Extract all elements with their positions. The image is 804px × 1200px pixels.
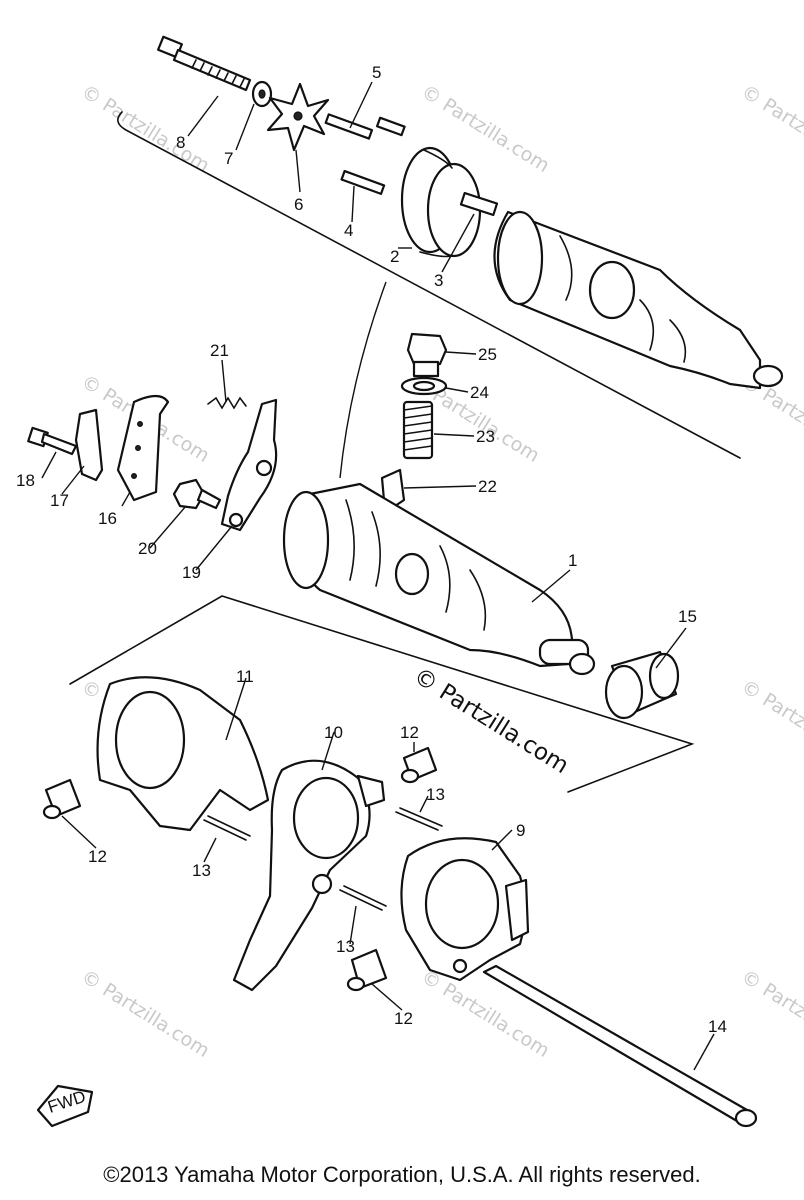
callout-3: 3 xyxy=(434,271,443,290)
callout-10: 10 xyxy=(324,723,343,742)
part-1-shift-drum xyxy=(282,482,596,676)
part-16-cover-plate xyxy=(116,394,170,502)
left-stopper-group xyxy=(27,394,278,532)
group-bracket-top xyxy=(117,111,741,459)
part-15-bearing xyxy=(604,650,680,720)
part-shift-drum-top xyxy=(493,210,784,390)
watermark: © Partzilla.com xyxy=(737,676,804,772)
callout-17: 17 xyxy=(50,491,69,510)
callout-13-mid: 13 xyxy=(336,937,355,956)
callout-12-bottom: 12 xyxy=(394,1009,413,1028)
callout-25: 25 xyxy=(478,345,497,364)
watermark: © Partzilla.com xyxy=(737,81,804,177)
fwd-arrow-icon: FWD xyxy=(36,1084,94,1128)
middle-assembly-group xyxy=(282,281,680,720)
part-20-bolt xyxy=(172,478,222,510)
watermark: © Partzilla.com xyxy=(737,966,804,1062)
part-10-shift-fork xyxy=(232,759,386,992)
part-22-plunger xyxy=(380,468,406,510)
callout-8: 8 xyxy=(176,133,185,152)
callout-20: 20 xyxy=(138,539,157,558)
callout-13-top: 13 xyxy=(426,785,445,804)
callout-12-left: 12 xyxy=(88,847,107,866)
part-18-bolt xyxy=(27,426,78,456)
copyright-text: ©2013 Yamaha Motor Corporation, U.S.A. A… xyxy=(103,1162,701,1187)
part-19-stopper-lever xyxy=(220,398,278,532)
part-4-pins xyxy=(340,169,386,195)
callout-15: 15 xyxy=(678,607,697,626)
callout-12-top: 12 xyxy=(400,723,419,742)
watermark: © Partzilla.com xyxy=(77,966,213,1062)
group-bracket-forks xyxy=(69,595,695,793)
callout-13-left: 13 xyxy=(192,861,211,880)
leader-lines xyxy=(41,81,715,1071)
callout-14: 14 xyxy=(708,1017,727,1036)
part-12-rollers xyxy=(42,746,438,992)
callout-11: 11 xyxy=(236,667,254,686)
part-17-plate xyxy=(74,408,104,482)
callout-23: 23 xyxy=(476,427,495,446)
part-21-spring xyxy=(207,396,247,410)
part-14-guide-bar xyxy=(482,964,758,1128)
part-13-pins xyxy=(203,807,443,911)
callout-6: 6 xyxy=(294,195,303,214)
callout-22: 22 xyxy=(478,477,497,496)
forks-group xyxy=(42,595,758,1128)
part-25-plug-bolt xyxy=(406,332,448,378)
callout-1: 1 xyxy=(568,551,577,570)
callout-labels: 8 7 6 5 4 2 3 25 24 23 22 1 15 21 18 17 … xyxy=(16,63,727,1036)
part-2-drum-end xyxy=(400,146,499,258)
part-8-bolt xyxy=(157,35,252,92)
part-23-spring xyxy=(402,400,434,460)
callout-16: 16 xyxy=(98,509,117,528)
callout-7: 7 xyxy=(224,149,233,168)
callout-4: 4 xyxy=(344,221,353,240)
part-9-shift-fork xyxy=(400,837,530,982)
callout-24: 24 xyxy=(470,383,489,402)
callout-5: 5 xyxy=(372,63,381,82)
callout-2: 2 xyxy=(390,247,399,266)
callout-19: 19 xyxy=(182,563,201,582)
callout-9: 9 xyxy=(516,821,525,840)
callout-18: 18 xyxy=(16,471,35,490)
callout-21: 21 xyxy=(210,341,229,360)
part-11-shift-fork xyxy=(96,676,270,832)
part-5-pins xyxy=(324,113,406,140)
top-assembly-group xyxy=(117,35,784,459)
watermark: © Partzilla.com xyxy=(417,966,553,1062)
